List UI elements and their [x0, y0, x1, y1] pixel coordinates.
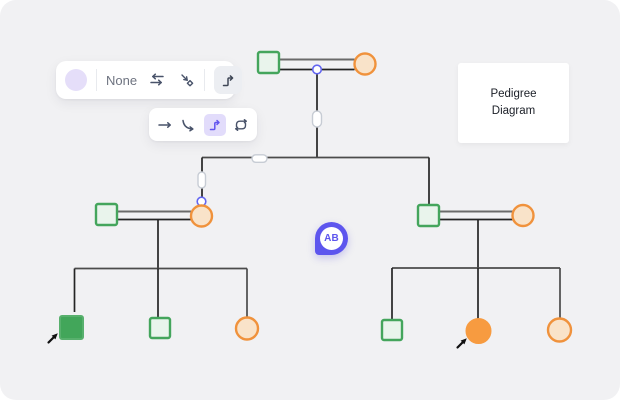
junction-handle[interactable]	[311, 64, 323, 75]
cursor-pointer-icon	[47, 333, 58, 344]
toolbar-divider	[204, 69, 206, 91]
swap-arrows-icon[interactable]	[148, 72, 166, 88]
label-line1: Pedigree	[490, 88, 537, 100]
pedigree-node-outline-green[interactable]	[416, 203, 441, 228]
pedigree-node-outline-green[interactable]	[94, 202, 119, 227]
color-swatch[interactable]	[65, 69, 87, 91]
pedigree-node-outline-orange[interactable]	[353, 52, 377, 76]
pedigree-node-outline-green[interactable]	[256, 50, 281, 75]
pedigree-node-outline-orange[interactable]	[546, 317, 573, 343]
pedigree-node-outline-orange[interactable]	[234, 316, 260, 341]
style-toolbar: None	[56, 61, 243, 99]
cursor-connector-icon[interactable]	[179, 72, 195, 88]
pedigree-node-solid-orange[interactable]	[465, 318, 492, 344]
toolbar-divider	[96, 69, 97, 91]
edge-handle[interactable]	[197, 171, 207, 189]
elbow-connector-button[interactable]	[214, 66, 243, 94]
label-line2: Diagram	[491, 105, 536, 117]
straight-connector-icon[interactable]	[157, 120, 173, 130]
pedigree-node-outline-green[interactable]	[148, 316, 172, 340]
stroke-style-dropdown[interactable]: None	[106, 72, 138, 88]
collaborator-cursor-bubble: AB	[315, 222, 348, 255]
collaborator-initials: AB	[320, 227, 343, 250]
connector-type-toolbar	[149, 108, 257, 141]
pedigree-node-outline-green[interactable]	[380, 318, 404, 342]
elbow-connector-selected-button[interactable]	[203, 113, 226, 136]
pedigree-node-solid-green[interactable]	[59, 315, 84, 340]
pedigree-label-card[interactable]: Pedigree Diagram	[458, 63, 569, 143]
pedigree-node-outline-orange[interactable]	[511, 203, 535, 228]
edge-handle[interactable]	[311, 110, 323, 128]
loop-connector-icon[interactable]	[233, 118, 249, 132]
curved-connector-icon[interactable]	[180, 118, 196, 132]
pedigree-node-outline-orange[interactable]	[189, 204, 214, 228]
cursor-pointer-icon	[456, 338, 467, 349]
edge-handle[interactable]	[251, 154, 268, 164]
